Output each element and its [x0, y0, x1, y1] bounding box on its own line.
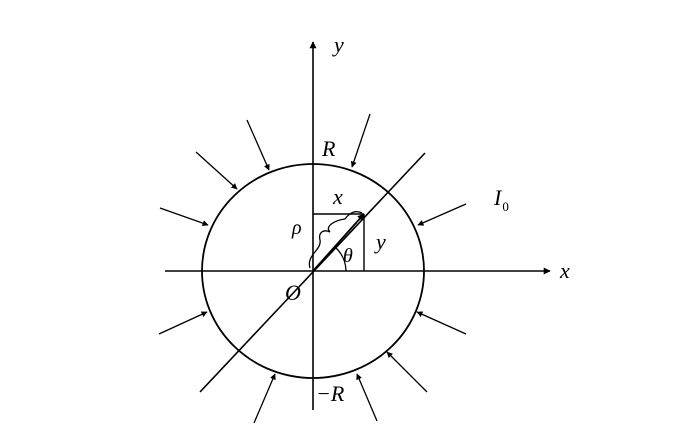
- y-segment-label: y: [374, 229, 386, 254]
- x-segment-label: x: [332, 184, 343, 209]
- intensity-label: I0: [493, 185, 509, 214]
- rho-vector: [312, 213, 365, 272]
- incident-arrows: [158, 113, 467, 424]
- rho-label: ρ: [291, 217, 302, 239]
- rho-brace: [308, 211, 363, 269]
- x-axis-label: x: [559, 258, 570, 283]
- incident-arrow: [195, 151, 238, 190]
- theta-arc: [334, 246, 347, 272]
- incident-arrow: [253, 373, 276, 424]
- circle-boundary: [201, 163, 425, 379]
- intensity-subscript: 0: [502, 199, 509, 214]
- radial-line: [199, 152, 426, 393]
- theta-label: θ: [343, 245, 353, 267]
- incident-arrow: [356, 373, 378, 422]
- incident-arrow: [386, 351, 428, 393]
- incident-arrow: [246, 119, 270, 171]
- intensity-symbol: I: [493, 185, 503, 210]
- radius-bottom-label: −R: [316, 381, 345, 406]
- incident-arrow: [158, 311, 208, 335]
- incident-arrow: [416, 311, 467, 335]
- incident-arrow: [159, 207, 209, 227]
- radius-top-label: R: [321, 136, 336, 161]
- origin-label: O: [285, 280, 301, 305]
- incident-arrow: [350, 113, 371, 168]
- y-axis-label: y: [332, 32, 344, 57]
- incident-arrow: [417, 203, 467, 226]
